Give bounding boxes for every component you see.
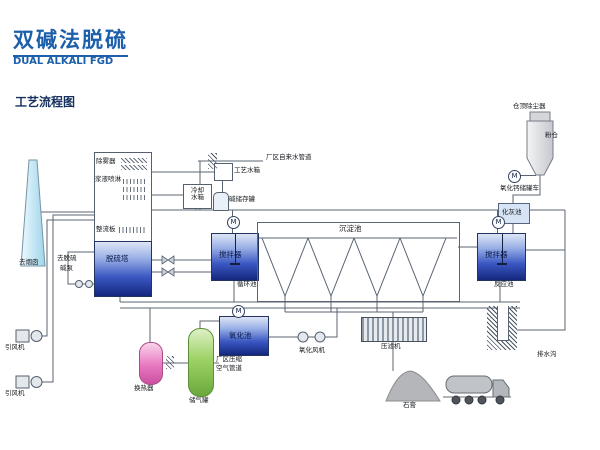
- filter-press-label: 压滤机: [381, 342, 401, 350]
- compressed-air-limit-symbol: [166, 356, 174, 369]
- circulation-pool-label: 循环池: [237, 280, 257, 288]
- sedimentation-pool-outline: [257, 222, 460, 302]
- rectifier-plate-shape: [119, 227, 147, 233]
- demister-pad: [121, 158, 147, 163]
- motor-agitator-left: M: [227, 216, 240, 229]
- tap-water-pipe-label: 厂区自来水管道: [266, 153, 312, 161]
- agitator-tank-right: 搅拌器: [477, 233, 526, 281]
- agitator-paddle: [230, 263, 240, 265]
- motor-silo-discharge: M: [508, 170, 521, 183]
- reaction-pool-label: 反应池: [494, 280, 514, 288]
- to-desulf-label: 去脱硫: [57, 254, 77, 262]
- rectifier-plate-label: 整流板: [96, 225, 116, 233]
- agitator-left-label: 搅拌器: [219, 250, 242, 259]
- agitator-right-label: 搅拌器: [485, 250, 508, 259]
- cooling-water-label-1: 冷却: [191, 186, 204, 194]
- cao-tank-truck-label: 氧化钙储罐车: [500, 184, 539, 192]
- agitator-paddle: [496, 263, 507, 265]
- agitator-shaft: [235, 234, 236, 264]
- cooling-water-label-2: 水箱: [191, 193, 204, 202]
- id-fan-icon-lower: [15, 375, 43, 389]
- gypsum-pile-shape: [385, 370, 441, 402]
- process-water-tank-label: 工艺水箱: [234, 166, 260, 174]
- spray-layer: [123, 179, 147, 184]
- desulfurization-tower-label: 脱硫塔: [106, 254, 129, 263]
- oxidation-fan-label: 氧化风机: [299, 346, 325, 354]
- cooling-water-tank-box: 冷却 水箱: [183, 184, 212, 209]
- drain-ditch-channel: [497, 306, 509, 341]
- chimney-label: 去烟囱: [19, 258, 39, 266]
- id-fan-lower-label: 引风机: [5, 389, 25, 397]
- dust-collector-shape: [529, 111, 551, 122]
- alkali-storage-tank-shape: [213, 192, 229, 211]
- silo-dust-collector-label: 仓顶除尘器: [513, 102, 546, 110]
- id-fan-icon-upper: [15, 329, 43, 343]
- oxidation-pool-label: 氧化池: [229, 331, 252, 340]
- alkali-storage-tank-label: 碱储存罐: [229, 195, 255, 203]
- filter-press-shape: [361, 317, 427, 342]
- lime-slaking-pool-label: 化灰池: [502, 208, 522, 216]
- alkali-pump-label: 碱泵: [60, 264, 73, 272]
- lime-slaking-pool-box: 化灰池: [498, 203, 530, 224]
- oxidation-fan-icons: [297, 331, 326, 343]
- agitator-shaft: [501, 234, 503, 264]
- demister-label: 除雾器: [96, 157, 116, 165]
- heat-exchanger-label: 换热器: [134, 384, 154, 392]
- motor-agitator-right: M: [492, 216, 505, 229]
- section-label: 工艺流程图: [15, 95, 76, 109]
- id-fan-upper-label: 引风机: [5, 343, 25, 351]
- compressed-air-label-2: 空气管道: [216, 364, 242, 372]
- gas-holder-label: 储气罐: [189, 396, 209, 404]
- drain-ditch-label: 排水沟: [537, 350, 557, 358]
- tower-shell: [94, 152, 152, 243]
- truck-shape: [443, 375, 511, 405]
- demister-pad: [121, 165, 147, 170]
- tap-water-limit-symbol: [208, 153, 217, 169]
- slurry-spray-label: 浆液喷淋: [95, 175, 121, 183]
- desulfurization-tower-tank: 脱硫塔: [94, 241, 152, 297]
- motor-oxidation-pool: M: [232, 305, 245, 318]
- spray-layer: [123, 195, 147, 200]
- pump-icons: [75, 280, 93, 288]
- spray-layer: [123, 187, 147, 192]
- gas-holder-shape: [188, 328, 214, 397]
- oxidation-pool-tank: 氧化池: [219, 316, 269, 356]
- chimney-shape: [20, 159, 46, 267]
- gypsum-label: 石膏: [403, 401, 416, 409]
- page-subtitle: DUAL ALKALI FGD: [13, 56, 114, 67]
- sediment-hoppers: [258, 237, 457, 317]
- powder-silo-label: 粉仓: [545, 131, 558, 139]
- heat-exchanger-shape: [139, 342, 163, 385]
- powder-silo-shape: [526, 120, 554, 176]
- compressed-air-label-1: 厂区压缩: [216, 355, 242, 363]
- agitator-tank-left: 搅拌器: [211, 233, 259, 281]
- process-water-tank-box: [214, 163, 233, 181]
- sedimentation-pool-label: 沉淀池: [339, 224, 362, 233]
- page-title: 双碱法脱硫: [13, 24, 128, 57]
- valve-icons: [161, 255, 175, 277]
